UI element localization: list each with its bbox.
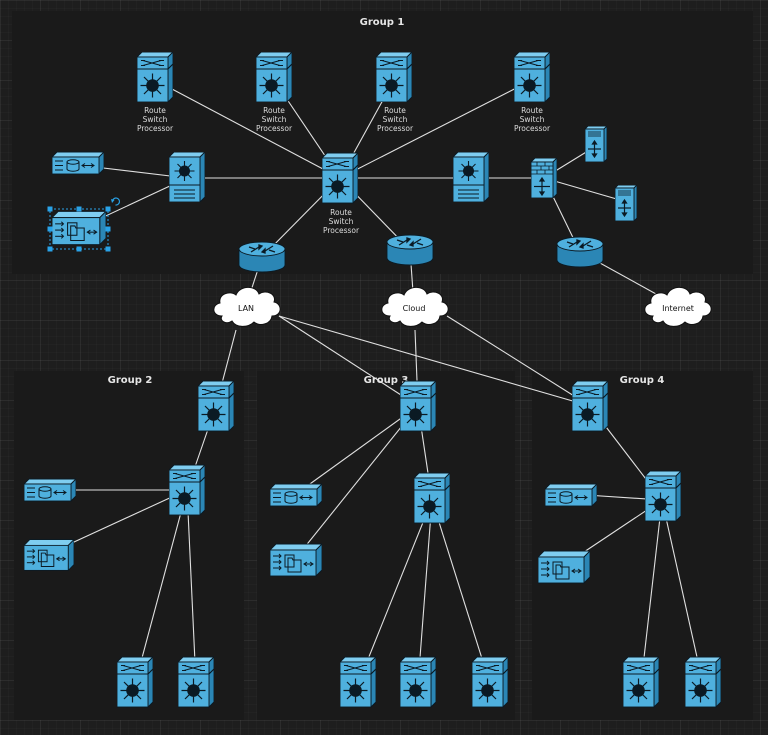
resize-handle-se[interactable] [105,246,111,252]
route-switch-processor-2-icon[interactable] [256,52,292,102]
label-line: Processor [256,124,293,133]
route-switch-processor-1-icon[interactable] [137,52,173,102]
cloud-cloud-label: Cloud [403,304,426,313]
route-switch-processor-4-icon[interactable] [514,52,550,102]
g4-switch-a-icon[interactable] [572,380,608,432]
link-g2-b-d[interactable] [186,489,197,685]
lan-cloud-label: LAN [238,304,254,313]
resize-handle-ne[interactable] [105,206,111,212]
g3-storage-icon[interactable] [270,483,322,507]
link-g3-a-storage[interactable] [295,405,419,495]
internet-cloud[interactable]: Internet [644,286,712,327]
g2-storage-icon[interactable] [24,478,76,502]
link-lan-g4[interactable] [278,315,591,407]
selection-box[interactable] [47,197,121,252]
resize-handle-sw[interactable] [47,246,53,252]
group-1-container[interactable] [12,11,753,274]
label-line: Switch [262,115,287,124]
storage-unit-icon[interactable] [52,151,104,175]
label-line: Route [330,208,352,217]
link-g3-b-d[interactable] [417,499,433,685]
label-line: Switch [520,115,545,124]
right-layer3-switch-icon[interactable] [453,152,489,202]
group-2-label: Group 2 [108,375,153,386]
resize-handle-s[interactable] [76,246,82,252]
resize-handle-n[interactable] [76,206,82,212]
link-core-rsp1[interactable] [154,79,341,179]
g2-switch-a-icon[interactable] [198,380,234,432]
left-layer3-switch-icon[interactable] [169,152,205,202]
link-g3-a-fileserver[interactable] [295,405,419,559]
g2-switch-d-icon[interactable] [178,656,214,708]
g4-storage-icon[interactable] [545,483,597,507]
cloud-cloud[interactable]: Cloud [381,286,449,327]
label-line: Switch [143,115,168,124]
g3-switch-a-icon[interactable] [400,380,436,432]
label-line: Switch [329,217,354,226]
link-cloud-g4[interactable] [446,315,591,407]
group-1-label: Group 1 [360,17,405,28]
group-3-label: Group 3 [364,375,409,386]
link-g4-b-d[interactable] [661,499,704,685]
label-line: Route [263,106,285,115]
link-g4-b-c[interactable] [640,499,663,685]
core-route-switch-processor-icon[interactable] [322,152,358,204]
link-lan-g3[interactable] [278,315,419,407]
lan-cloud[interactable]: LAN [213,286,281,327]
label-line: Processor [514,124,551,133]
link-g2-b-c[interactable] [134,489,188,685]
link-firewall-server2[interactable] [543,177,628,203]
label-line: Processor [377,124,414,133]
label-line: Switch [383,115,408,124]
router-lan-icon[interactable] [238,241,286,273]
g3-switch-b-icon[interactable] [414,472,450,524]
router-cloud-icon[interactable] [386,234,434,266]
g3-switch-c-icon[interactable] [340,656,376,708]
resize-handle-e[interactable] [105,226,111,232]
route-switch-processor-3-icon[interactable] [376,52,412,102]
g2-file-server-icon[interactable] [24,539,74,571]
router-internet-icon[interactable] [556,236,604,268]
g4-switch-b-icon[interactable] [645,470,681,522]
resize-handle-w[interactable] [47,226,53,232]
label-line: Route [144,106,166,115]
link-core-rsp4[interactable] [339,79,533,179]
label-line: Processor [137,124,174,133]
firewall-icon[interactable] [531,158,557,198]
g4-switch-c-icon[interactable] [623,656,659,708]
g4-file-server-icon[interactable] [538,550,590,584]
link-g3-b-c[interactable] [357,499,433,685]
g4-switch-d-icon[interactable] [685,656,721,708]
label-line: Processor [323,226,360,235]
server-2-icon[interactable] [615,185,637,221]
label-line: Route [521,106,543,115]
file-server-selected-icon[interactable] [52,211,106,245]
rotate-handle-icon[interactable] [111,197,121,206]
group-4-label: Group 4 [620,375,665,386]
internet-cloud-label: Internet [662,304,694,313]
resize-handle-nw[interactable] [47,206,53,212]
g3-switch-d-icon[interactable] [400,656,436,708]
g3-file-server-icon[interactable] [270,543,322,577]
server-1-icon[interactable] [585,126,607,162]
g2-switch-c-icon[interactable] [117,656,153,708]
g3-switch-e-icon[interactable] [472,656,508,708]
link-g3-b-e[interactable] [431,499,491,685]
label-line: Route [384,106,406,115]
g2-switch-b-icon[interactable] [169,464,205,516]
